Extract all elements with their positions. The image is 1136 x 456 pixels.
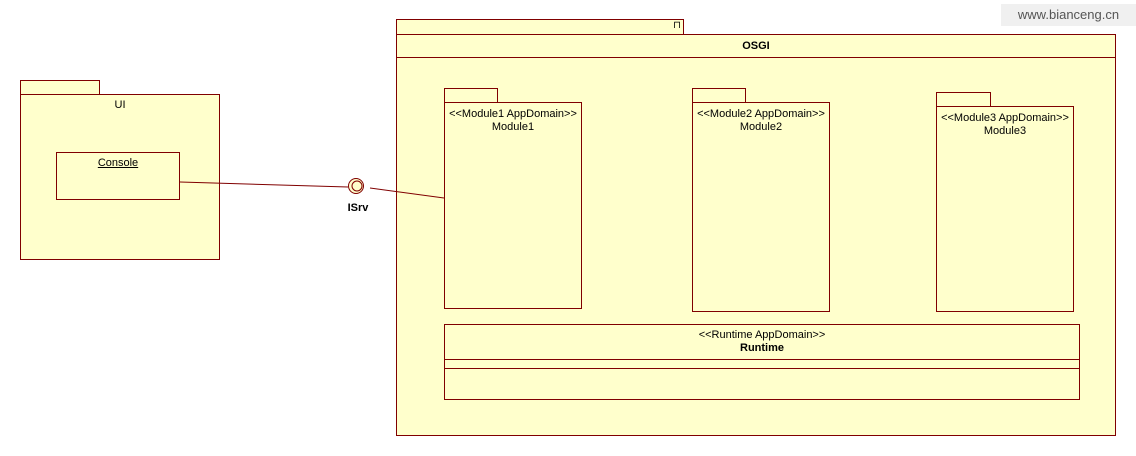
osgi-package-title: OSGI	[742, 40, 770, 52]
runtime-class[interactable]	[444, 324, 1080, 400]
isrv-to-module1-connector	[369, 187, 445, 199]
package-icon: ⊓	[673, 20, 681, 31]
runtime-stereotype: <<Runtime AppDomain>>	[698, 329, 826, 341]
ui-package-title: UI	[114, 99, 126, 111]
module2-package[interactable]	[692, 102, 830, 312]
runtime-divider-1	[444, 359, 1080, 360]
console-class[interactable]	[56, 152, 180, 200]
module1-package[interactable]	[444, 102, 582, 309]
module2-stereotype: <<Module2 AppDomain>>	[697, 108, 825, 120]
runtime-divider-2	[444, 368, 1080, 369]
module3-stereotype: <<Module3 AppDomain>>	[941, 112, 1069, 124]
osgi-title-divider	[396, 57, 1116, 58]
module3-name: Module3	[983, 125, 1027, 137]
module3-package[interactable]	[936, 106, 1074, 312]
console-class-label: Console	[97, 157, 139, 169]
console-to-isrv-connector	[179, 181, 349, 188]
module1-name: Module1	[491, 121, 535, 133]
watermark-text: www.bianceng.cn	[1001, 4, 1136, 26]
runtime-name: Runtime	[740, 342, 784, 354]
isrv-interface-icon[interactable]	[348, 178, 364, 194]
module1-stereotype: <<Module1 AppDomain>>	[449, 108, 577, 120]
isrv-label: ISrv	[347, 202, 369, 214]
module2-name: Module2	[739, 121, 783, 133]
